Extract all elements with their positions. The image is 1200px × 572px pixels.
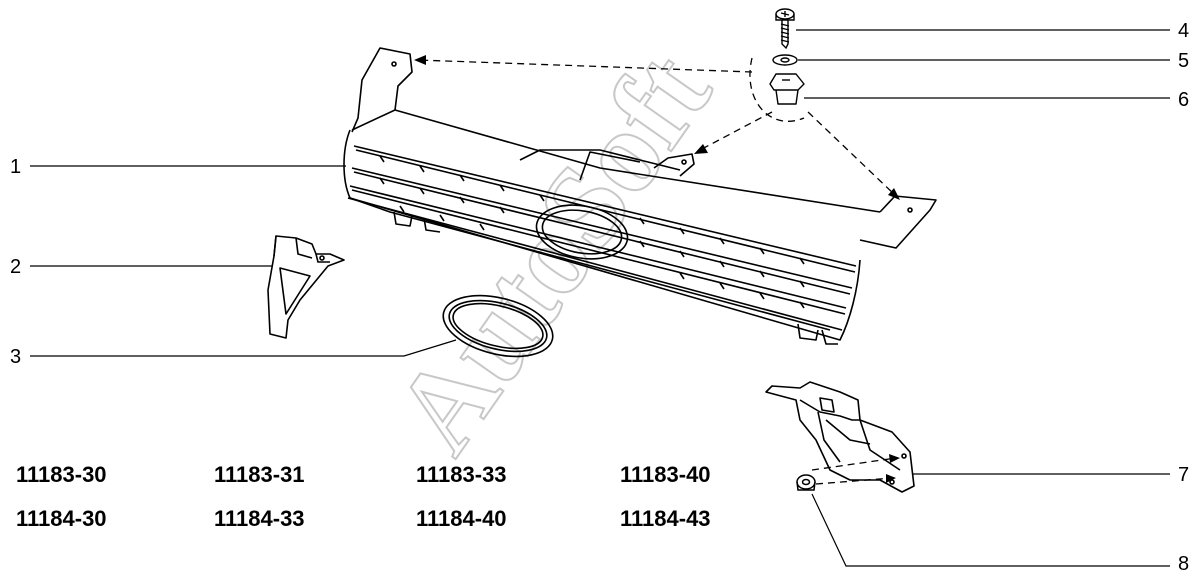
callout-2: 2 bbox=[10, 256, 21, 278]
callout-5: 5 bbox=[1178, 50, 1189, 72]
assembly-lines bbox=[417, 57, 897, 485]
model-code: 11183-30 bbox=[16, 462, 107, 487]
arrow-heads bbox=[414, 55, 900, 483]
washer bbox=[772, 54, 798, 66]
right-grille-bracket bbox=[765, 381, 915, 493]
callout-labels: 1 2 3 4 5 6 7 8 bbox=[10, 20, 1189, 572]
leader-lines bbox=[30, 29, 1170, 567]
model-code: 11183-40 bbox=[620, 462, 711, 487]
model-code: 11183-33 bbox=[416, 462, 507, 487]
callout-7: 7 bbox=[1178, 464, 1189, 486]
callout-8: 8 bbox=[1178, 553, 1189, 572]
clip-nut bbox=[769, 73, 805, 105]
model-code: 11184-30 bbox=[16, 506, 107, 531]
model-code: 11184-33 bbox=[214, 506, 305, 531]
model-code-table: 11183-30 11183-31 11183-33 11183-40 1118… bbox=[16, 462, 711, 531]
model-code: 11184-43 bbox=[620, 506, 711, 531]
model-code: 11183-31 bbox=[214, 462, 305, 487]
emblem-frame bbox=[442, 294, 554, 358]
push-nut bbox=[796, 474, 816, 491]
left-grille-bracket bbox=[267, 235, 345, 339]
callout-1: 1 bbox=[10, 156, 21, 178]
callout-6: 6 bbox=[1178, 89, 1189, 111]
model-code: 11184-40 bbox=[416, 506, 507, 531]
screw bbox=[775, 8, 795, 50]
radiator-grille bbox=[343, 47, 937, 345]
callout-4: 4 bbox=[1178, 20, 1189, 42]
callout-3: 3 bbox=[10, 346, 21, 368]
